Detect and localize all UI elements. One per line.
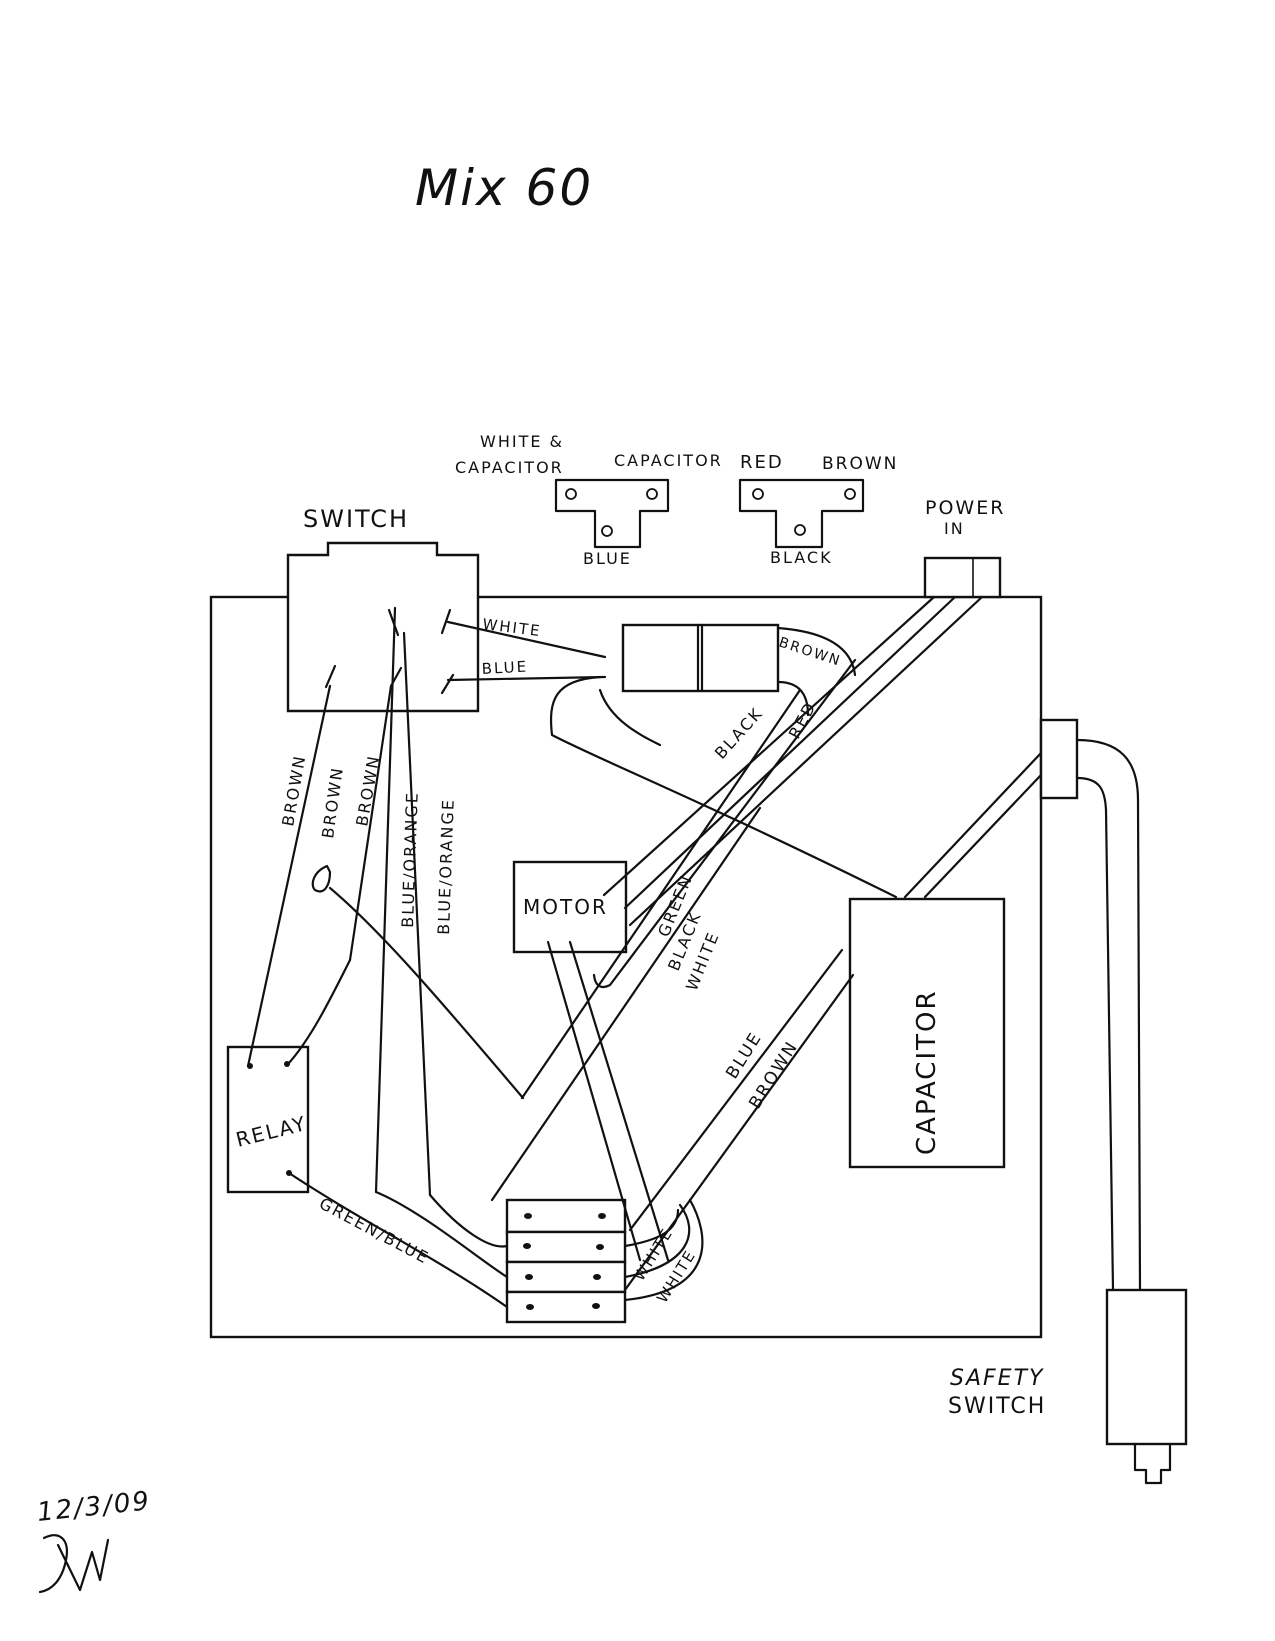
relay: RELAY [226,1045,310,1194]
wire-label-blue-orange-2: BLUE/ORANGE [434,798,458,935]
date: 12/3/09 [36,1486,153,1528]
terminal-block-red-brown: RED BROWN BLACK [738,452,898,567]
capacitor-label: CAPACITOR [912,989,942,1155]
page-title: Mix 60 [415,159,593,217]
capacitor: CAPACITOR [848,897,1006,1169]
terminal-block-capacitor: WHITE & CAPACITOR CAPACITOR BLUE [455,432,723,568]
motor-label: MOTOR [523,895,608,919]
safety-switch: SAFETY SWITCH [948,718,1188,1485]
wire-label-blue-orange-1: BLUE/ORANGE [398,791,422,928]
switch: SWITCH [286,505,480,713]
switch-label: SWITCH [303,505,409,533]
terminal-label-red: RED [740,452,784,473]
terminal-label-blue: BLUE [583,549,632,568]
terminal-label-brown: BROWN [822,454,898,474]
terminal-strip [505,1198,627,1324]
power-in-label-1: POWER [925,497,1005,519]
power-in-label-2: IN [944,519,965,538]
terminal-label-capacitor-right: CAPACITOR [614,451,723,470]
connector-block-top [621,623,780,693]
terminal-label-white-and: WHITE & [480,432,564,451]
terminal-label-black: BLACK [770,548,833,567]
safety-switch-label-1: SAFETY [950,1366,1044,1391]
safety-switch-label-2: SWITCH [948,1394,1046,1419]
terminal-label-capacitor-left: CAPACITOR [455,458,564,477]
power-in: POWER IN [923,497,1005,599]
wire-label-blue-top: BLUE [481,658,528,678]
signature [38,1534,110,1594]
wires [246,595,1043,1309]
motor: MOTOR [512,860,628,954]
